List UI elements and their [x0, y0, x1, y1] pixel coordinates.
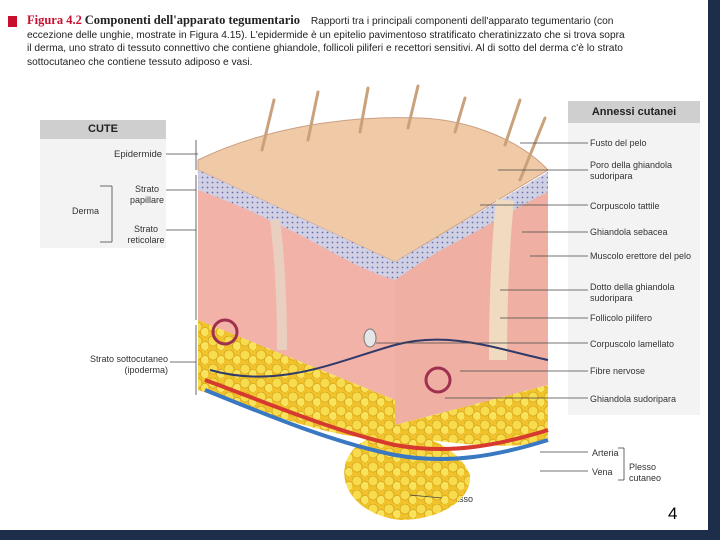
label-strato-reticolare: Strato reticolare	[127, 224, 165, 245]
label-corpuscolo-lamellato: Corpuscolo lamellato	[590, 339, 675, 349]
left-leader-lines	[100, 140, 198, 395]
hair-follicle-right	[489, 199, 514, 361]
sweat-gland-left	[211, 318, 239, 346]
lamellated-corpuscle	[363, 328, 377, 348]
label-muscolo-erettore: Muscolo erettore del pelo	[590, 251, 692, 261]
nerve-fiber	[209, 338, 549, 378]
fat-layer-left	[198, 320, 395, 440]
sweat-gland-right	[424, 366, 452, 394]
label-fibre-nervose: Fibre nervose	[590, 366, 646, 376]
figure-caption: Figura 4.2 Componenti dell'apparato tegu…	[27, 13, 627, 69]
cute-table: CUTE	[40, 120, 166, 248]
label-arteria: Arteria	[592, 448, 619, 458]
label-corpuscolo-tattile: Corpuscolo tattile	[590, 201, 660, 211]
cute-header: CUTE	[40, 120, 166, 139]
annessi-header: Annessi cutanei	[568, 101, 700, 123]
slide-frame-bottom	[0, 530, 720, 540]
label-strato-papillare: Strato papillare	[129, 184, 165, 205]
label-derma: Derma	[72, 206, 100, 216]
label-plesso-cutaneo: Plesso cutaneo	[629, 462, 662, 483]
label-ghiandola-sebacea: Ghiandola sebacea	[590, 227, 668, 237]
vein-vessel	[204, 388, 549, 461]
dermis-left-face	[198, 170, 395, 400]
fat-lobule-bottom	[344, 430, 471, 520]
figure-marker	[8, 16, 17, 27]
slide-frame-right	[708, 0, 720, 540]
label-ghiandola-sudoripara: Ghiandola sudoripara	[590, 394, 677, 404]
label-epidermide: Epidermide	[114, 149, 163, 160]
figure-caption-text: Rapporti tra i principali componenti del…	[27, 16, 625, 68]
label-sottocutaneo: Strato sottocutaneo (ipoderma)	[89, 354, 168, 375]
hair-follicle-left	[270, 219, 287, 351]
label-follicolo-pilifero: Follicolo pilifero	[590, 313, 653, 323]
fat-layer-right	[395, 385, 548, 446]
label-vena: Vena	[592, 467, 613, 477]
page-number: 4	[668, 504, 678, 523]
figure-title: Componenti dell'apparato tegumentario	[84, 13, 300, 27]
figure-label: Figura 4.2	[27, 13, 82, 27]
skin-top-surface	[197, 117, 549, 263]
epidermis-layer-right	[395, 172, 548, 280]
epidermis-layer-left	[198, 170, 395, 280]
label-fusto-pelo: Fusto del pelo	[590, 138, 647, 148]
label-dotto-ghiandola: Dotto della ghiandola sudoripara	[590, 282, 675, 303]
artery-vessel	[204, 378, 549, 451]
annessi-panel	[568, 123, 700, 415]
right-leader-lines	[376, 142, 625, 499]
label-poro-ghiandola: Poro della ghiandola sudoripara	[590, 160, 673, 181]
